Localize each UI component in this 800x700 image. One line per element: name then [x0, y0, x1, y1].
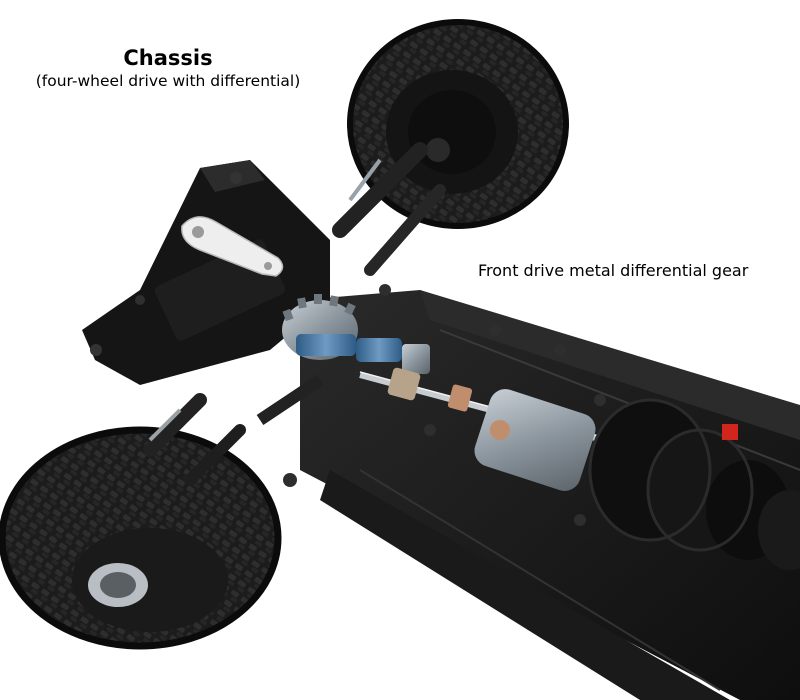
front-plate	[82, 160, 330, 385]
caption-title: Chassis	[123, 46, 213, 70]
motor	[474, 389, 596, 491]
chassis-bolts	[283, 284, 606, 526]
differential-gear	[282, 294, 430, 374]
suspension-arms	[143, 142, 446, 486]
power-switch	[722, 424, 738, 440]
caption-subtitle: (four-wheel drive with differential)	[35, 72, 301, 90]
rear-gearbox	[588, 398, 800, 570]
servo-horn	[181, 216, 284, 277]
differential-callout-label: Front drive metal differential gear	[478, 261, 749, 280]
rear-wheel	[0, 426, 282, 650]
